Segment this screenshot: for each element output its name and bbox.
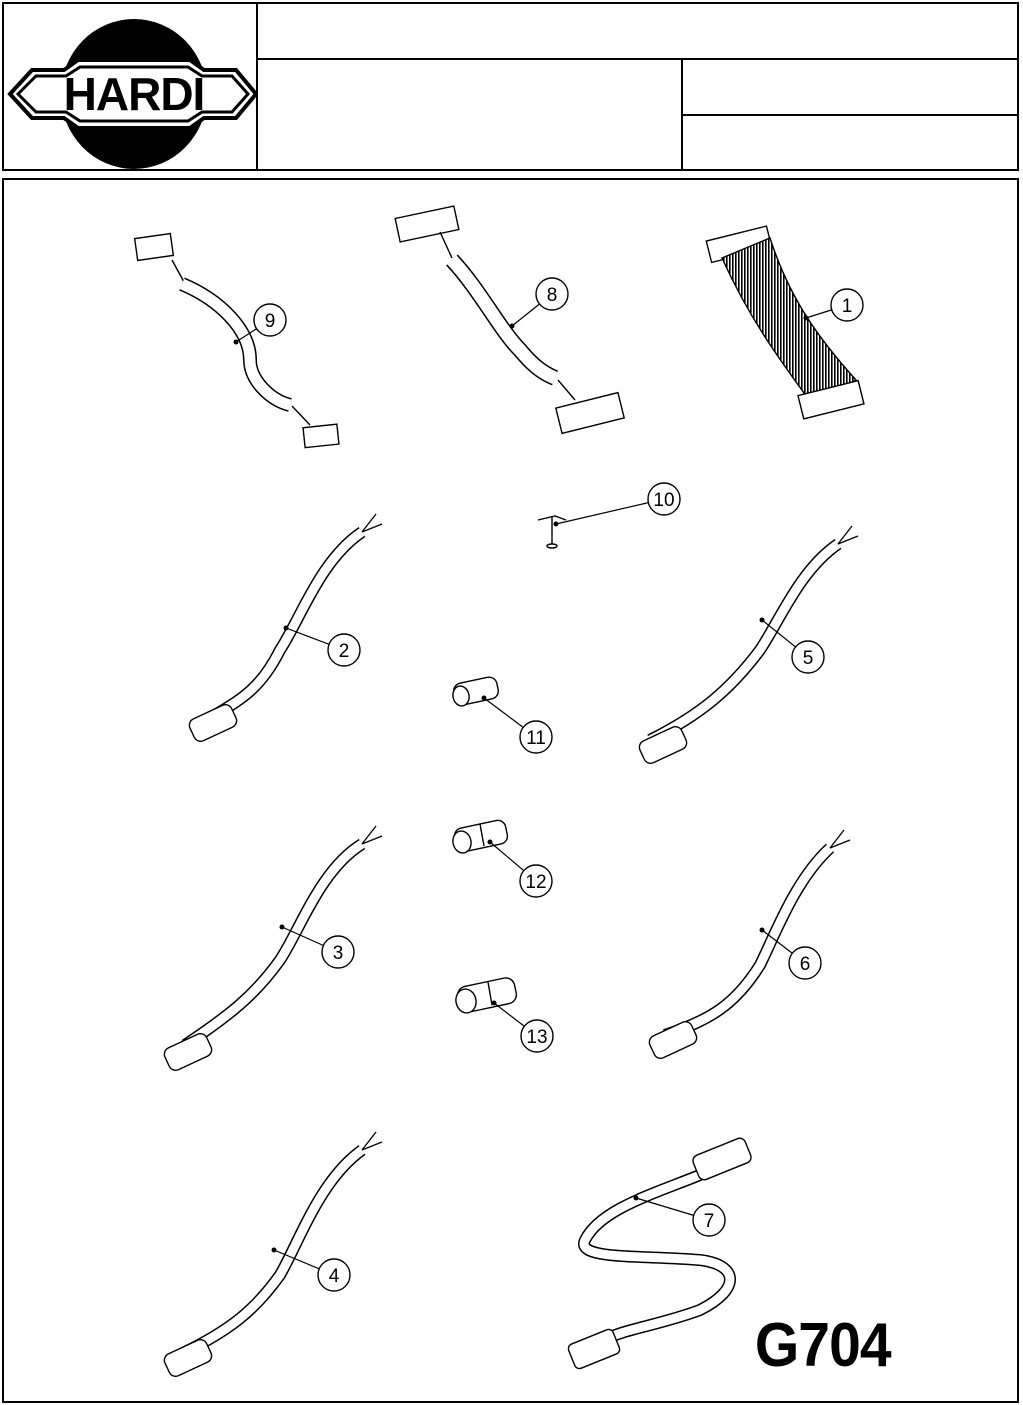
part-6-cable: [647, 830, 850, 1061]
part-13-connector: [454, 976, 518, 1015]
callout-10: 10: [554, 483, 681, 527]
callout-8: 8: [510, 278, 569, 329]
part-7-adapter-cable: [567, 1136, 753, 1370]
callout-13: 13: [492, 1001, 554, 1053]
drawing-code: G704: [755, 1310, 891, 1381]
callout-label: 2: [339, 641, 350, 662]
callout-7: 7: [634, 1196, 726, 1237]
callout-2: 2: [284, 626, 361, 667]
callout-12: 12: [488, 840, 553, 898]
callout-11: 11: [482, 696, 553, 754]
callout-label: 6: [800, 954, 811, 975]
callout-label: 13: [526, 1027, 547, 1048]
part-1-ribbon-cable: [706, 226, 864, 419]
callout-label: 5: [803, 648, 814, 669]
harness-cables: [162, 514, 858, 1379]
part-8-cable: [395, 206, 624, 433]
callout-label: 8: [547, 285, 558, 306]
callout-label: 3: [333, 943, 344, 964]
part-11-connector: [451, 676, 500, 708]
part-12-connector: [451, 819, 509, 855]
callout-1: 1: [804, 289, 864, 321]
callout-label: 12: [525, 872, 546, 893]
callout-label: 9: [265, 311, 276, 332]
part-4-cable: [162, 1132, 382, 1379]
callout-label: 4: [329, 1266, 340, 1287]
callout-label: 10: [653, 490, 674, 511]
part-5-cable: [637, 526, 858, 766]
callout-label: 1: [842, 296, 853, 317]
part-10-wire: [538, 516, 566, 548]
callout-label: 7: [704, 1211, 715, 1232]
callout-label: 11: [526, 728, 546, 749]
